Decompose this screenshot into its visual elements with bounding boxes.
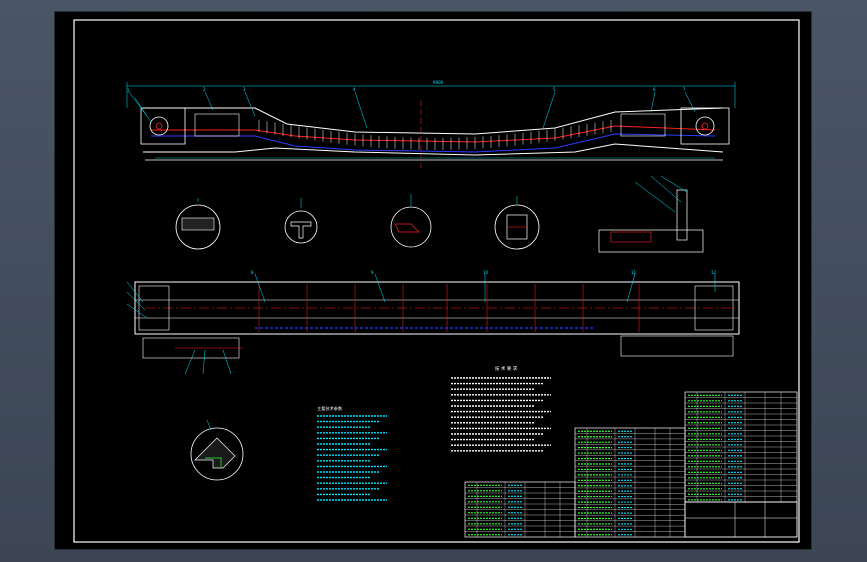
plan-label-9: 9 xyxy=(371,270,374,275)
title-block xyxy=(684,501,798,538)
detail-circle-bottom xyxy=(190,419,244,481)
drawing-border xyxy=(73,19,800,543)
parts-list-right xyxy=(684,391,798,503)
plan-label-8: 8 xyxy=(251,270,254,275)
technical-notes: 技 术 要 求 xyxy=(451,365,551,452)
elev-label-4: 4 xyxy=(353,87,356,92)
elev-label-1: 1 xyxy=(127,88,130,93)
parts-list-middle xyxy=(574,427,686,538)
elev-label-6: 6 xyxy=(653,87,656,92)
params-title: 主要技术参数 xyxy=(317,405,343,412)
drawing-sheet: 9900 xyxy=(55,12,811,549)
elev-label-5: 5 xyxy=(553,87,556,92)
section-details xyxy=(175,175,704,253)
parts-list-left xyxy=(464,481,576,538)
plan-view: 8 9 10 11 12 xyxy=(126,270,740,375)
elev-label-3: 3 xyxy=(243,87,246,92)
notes-title: 技 术 要 求 xyxy=(495,365,518,372)
overall-length-dim: 9900 xyxy=(433,80,444,85)
elevation-view: 9900 xyxy=(126,80,736,168)
plan-label-11: 11 xyxy=(631,270,637,275)
parameters-block: 主要技术参数 xyxy=(317,405,387,501)
plan-label-12: 12 xyxy=(711,270,717,275)
drawing-canvas: 9900 xyxy=(73,19,800,543)
elev-label-2: 2 xyxy=(203,87,206,92)
elev-label-7: 7 xyxy=(683,87,686,92)
plan-label-10: 10 xyxy=(483,270,489,275)
